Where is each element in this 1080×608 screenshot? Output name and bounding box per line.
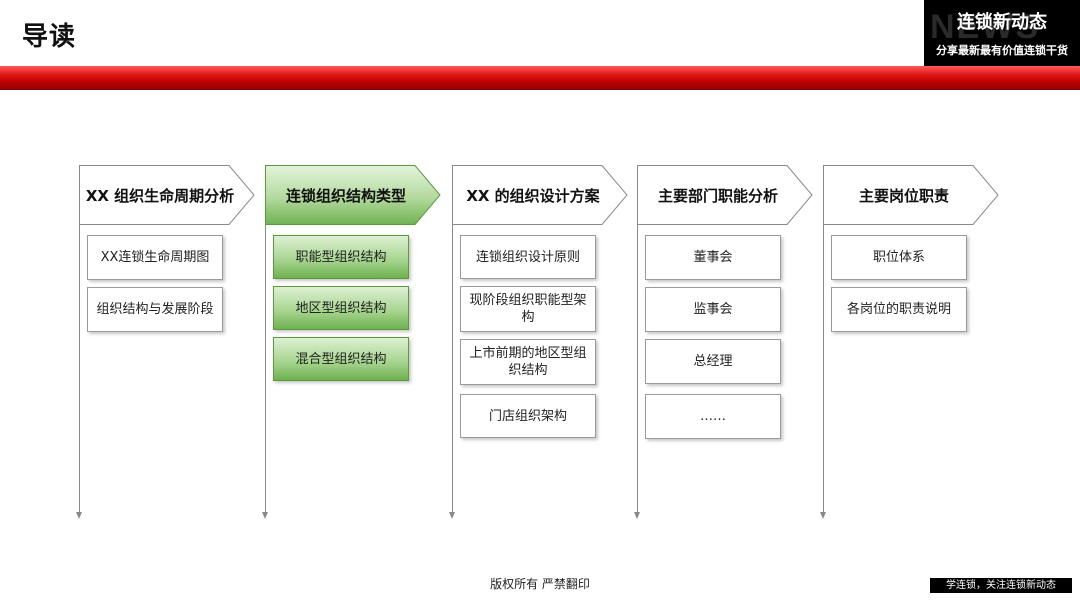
brand-name: 连锁新动态 (957, 12, 1047, 33)
chevron-header-shape (452, 165, 628, 225)
list-item: XX连锁生命周期图 (87, 235, 223, 280)
brand-tagline: 分享最新最有价值连锁干货 (936, 44, 1068, 57)
chevron-header-shape (79, 165, 255, 225)
chevron-header-shape (265, 165, 441, 225)
column-arrow (634, 223, 640, 519)
column-lifecycle: XX 组织生命周期分析 XX连锁生命周期图 组织结构与发展阶段 (76, 165, 255, 520)
list-item: 地区型组织结构 (273, 286, 409, 330)
column-position-duties: 主要岗位职责 职位体系 各岗位的职责说明 (820, 165, 999, 520)
list-item: 董事会 (645, 235, 781, 280)
red-header-bar (0, 66, 1080, 90)
list-item: 混合型组织结构 (273, 337, 409, 381)
list-item: 总经理 (645, 339, 781, 384)
list-item: 监事会 (645, 287, 781, 332)
list-item: 连锁组织设计原则 (460, 235, 596, 279)
page-title: 导读 (22, 22, 77, 52)
list-item: 职位体系 (831, 235, 967, 280)
list-item: 上市前期的地区型组织结构 (460, 339, 596, 385)
column-title: 主要岗位职责 (858, 186, 949, 205)
column-arrow (262, 223, 268, 519)
list-item: 职能型组织结构 (273, 235, 409, 279)
brand-watermark: NEWS (930, 8, 1040, 46)
column-structure-types: 连锁组织结构类型 职能型组织结构 地区型组织结构 混合型组织结构 (262, 165, 441, 520)
chevron-header-shape (823, 165, 999, 225)
column-title: 连锁组织结构类型 (285, 186, 406, 205)
column-title: XX 组织生命周期分析 (85, 186, 235, 205)
column-title: XX 的组织设计方案 (466, 186, 600, 205)
list-item: 现阶段组织职能型架构 (460, 286, 596, 332)
list-item: …… (645, 394, 781, 439)
list-item: 组织结构与发展阶段 (87, 287, 223, 332)
column-arrow (76, 223, 82, 519)
brand-logo: NEWS 连锁新动态 分享最新最有价值连锁干货 (924, 0, 1080, 66)
list-item: 各岗位的职责说明 (831, 287, 967, 332)
column-title: 主要部门职能分析 (657, 186, 778, 205)
column-arrow (449, 223, 455, 519)
column-department-functions: 主要部门职能分析 董事会 监事会 总经理 …… (634, 165, 813, 520)
follow-badge: 学连锁，关注连锁新动态 (930, 578, 1072, 593)
chevron-header-shape (637, 165, 813, 225)
copyright-text: 版权所有 严禁翻印 (490, 577, 590, 591)
column-design-plan: XX 的组织设计方案 连锁组织设计原则 现阶段组织职能型架构 上市前期的地区型组… (449, 165, 628, 520)
list-item: 门店组织架构 (460, 394, 596, 438)
column-arrow (820, 223, 826, 519)
